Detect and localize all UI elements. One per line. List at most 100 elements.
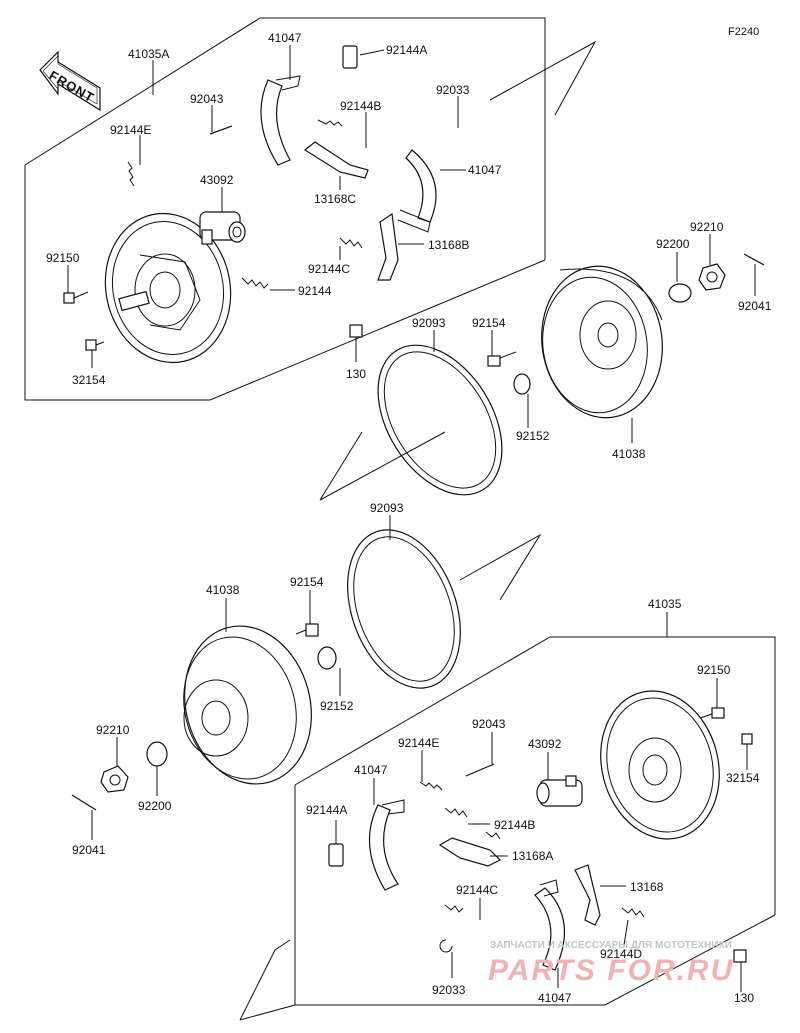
- spring-92144b-top: [317, 119, 343, 127]
- spring-92144e-top: [127, 161, 135, 187]
- cotter-92041-top: [743, 253, 765, 266]
- label-43092: 43092: [200, 173, 234, 187]
- label-92154: 92154: [290, 575, 324, 589]
- brake-shoe-bottom-a: [368, 799, 405, 891]
- seal-92093-bottom: [347, 529, 542, 689]
- clip-92033-bottom: [439, 939, 453, 953]
- label-13168: 13168: [630, 880, 664, 894]
- spring-92144e-bottom: [419, 781, 443, 791]
- brake-shoe-top-b: [397, 149, 437, 233]
- label-43092: 43092: [528, 737, 562, 751]
- lever-13168b: [377, 212, 399, 281]
- pin-92043-bottom: [465, 763, 495, 777]
- label-92200: 92200: [138, 799, 172, 813]
- label-92150: 92150: [697, 663, 731, 677]
- spring-92144c-bottom: [444, 904, 464, 913]
- pin-92043-top: [209, 125, 233, 135]
- label-92154: 92154: [472, 316, 506, 330]
- label-92144b: 92144B: [494, 818, 535, 832]
- spring-92144d: [621, 907, 645, 918]
- top-assembly-frame: [24, 17, 597, 401]
- label-92043: 92043: [190, 92, 224, 106]
- watermark-logo: PARTS FOR.RU: [488, 954, 734, 987]
- lever-13168c: [303, 141, 369, 179]
- label-92144e: 92144E: [398, 736, 439, 750]
- label-92041: 92041: [738, 299, 772, 313]
- bolt-92150-bottom: [699, 707, 725, 719]
- label-41038: 41038: [206, 583, 240, 597]
- label-130: 130: [346, 367, 366, 381]
- brake-drum-bottom: [183, 625, 312, 785]
- nut-92210-bottom: [100, 765, 129, 793]
- cap-130-bottom: [733, 949, 747, 963]
- washer-92152-top: [513, 373, 531, 395]
- label-92152: 92152: [320, 699, 354, 713]
- label-41047: 41047: [538, 991, 572, 1005]
- label-92210: 92210: [690, 220, 724, 234]
- label-92210: 92210: [96, 723, 130, 737]
- label-92200: 92200: [656, 237, 690, 251]
- brake-shoe-bottom-b: [534, 879, 566, 971]
- label-41035a: 41035A: [128, 47, 169, 61]
- washer-92200-top: [668, 283, 692, 303]
- label-92144a: 92144A: [386, 43, 427, 57]
- label-13168a: 13168A: [512, 849, 553, 863]
- label-41047: 41047: [268, 31, 302, 45]
- watermark-line1: ЗАПЧАСТИ И АКСЕССУАРЫ ДЛЯ МОТОТЕХНИКИ: [490, 940, 732, 951]
- spring-92144c-top: [339, 237, 363, 249]
- washer-92152-bottom: [317, 646, 337, 670]
- label-92150: 92150: [46, 251, 80, 265]
- backing-plate-bottom: [600, 690, 720, 840]
- label-92144: 92144: [298, 284, 332, 298]
- watermark: ЗАПЧАСТИ И АКСЕССУАРЫ ДЛЯ МОТОТЕХНИКИ PA…: [488, 940, 734, 987]
- part-labels: 41035A 41047 92144A 92043 92144E 92144B …: [46, 31, 772, 1005]
- clip-92144a-top: [342, 45, 358, 69]
- label-92144e: 92144E: [110, 123, 151, 137]
- label-13168c: 13168C: [314, 192, 356, 206]
- nut-92210-top: [698, 263, 726, 291]
- brake-drum-top: [541, 265, 663, 419]
- label-41047: 41047: [354, 763, 388, 777]
- label-92144a: 92144A: [306, 803, 347, 817]
- label-41047: 41047: [468, 163, 502, 177]
- label-32154: 32154: [72, 373, 106, 387]
- lever-13168: [574, 864, 601, 926]
- label-130: 130: [734, 991, 754, 1005]
- bolt-92154-bottom: [295, 623, 319, 637]
- cap-130-top: [349, 324, 363, 338]
- label-92093: 92093: [412, 316, 446, 330]
- bolt-92150-top: [63, 291, 89, 304]
- bottom-assembly-frame: [239, 636, 776, 1021]
- backing-plate-top: [104, 212, 232, 364]
- wheel-cylinder-bottom: [536, 775, 583, 807]
- label-92033: 92033: [432, 983, 466, 997]
- nipple-32154-top: [85, 339, 105, 351]
- nipple-32154-bottom: [741, 733, 753, 745]
- label-92041: 92041: [72, 843, 106, 857]
- figure-code: F2240: [728, 26, 759, 38]
- spring-92144b-bottom: [444, 807, 468, 818]
- cotter-92041-bottom: [71, 794, 97, 811]
- label-92033: 92033: [436, 83, 470, 97]
- label-13168b: 13168B: [428, 238, 469, 252]
- spring-92144b-bottom-2: [485, 831, 501, 840]
- label-92093: 92093: [370, 501, 404, 515]
- seal-92093-top: [319, 344, 503, 501]
- lever-13168a: [438, 837, 502, 867]
- wheel-cylinder-top: [199, 211, 246, 245]
- label-92144d: 92144D: [600, 947, 642, 961]
- brake-shoe-top-a: [260, 75, 301, 166]
- washer-92200-bottom: [146, 741, 168, 767]
- label-92043: 92043: [472, 717, 506, 731]
- label-32154: 32154: [726, 771, 760, 785]
- label-92144c: 92144C: [308, 262, 350, 276]
- front-arrow-icon: [39, 50, 101, 112]
- bolt-92154-top: [487, 351, 517, 367]
- label-41038: 41038: [612, 447, 646, 461]
- label-92144b: 92144B: [340, 99, 381, 113]
- spring-92144-top: [241, 277, 269, 289]
- leader-lines: [67, 45, 756, 992]
- label-92144c: 92144C: [456, 883, 498, 897]
